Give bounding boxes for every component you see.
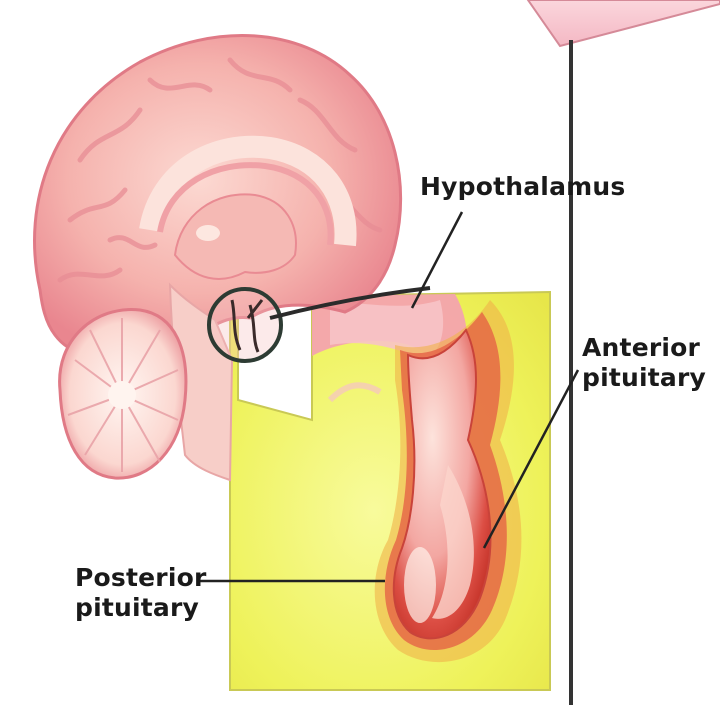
label-posterior-line1: Posterior [75,563,207,593]
label-posterior-line2: pituitary [75,593,207,623]
focus-circle [209,289,281,361]
cerebellum [60,310,186,479]
inset-panel [230,292,550,690]
label-anterior-line1: Anterior [582,333,706,363]
label-posterior-pituitary: Posterior pituitary [75,563,207,623]
label-hypothalamus-text: Hypothalamus [420,172,625,202]
label-anterior-line2: pituitary [582,363,706,393]
label-anterior-pituitary: Anterior pituitary [582,333,706,393]
label-hypothalamus: Hypothalamus [420,172,625,202]
corner-tag [528,0,720,46]
